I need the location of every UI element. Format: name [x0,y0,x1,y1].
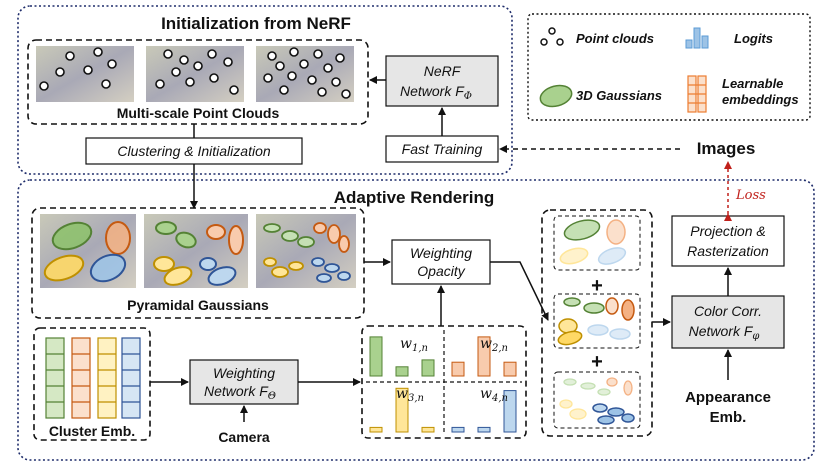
weight-label-1: w1,n [400,336,428,354]
pyramidal-gaussians-image-3 [256,214,356,288]
logit-bar-w1-1 [369,336,383,377]
point-clouds-label: Multi-scale Point Clouds [117,105,280,121]
point-cloud-image-2 [146,46,244,102]
camera-label: Camera [218,429,270,445]
render-panel-3 [553,371,641,429]
point-cloud-image-1 [36,46,134,102]
logit-bar-w4-2 [477,426,491,433]
logit-bar-w3-3 [421,426,435,433]
cluster-emb-box [33,327,151,441]
weighting-network-line2: Network FΘ [204,383,276,402]
projection-box [671,215,785,267]
logit-bar-w1-2 [395,366,409,377]
appearance-line2: Emb. [710,409,747,426]
cluster-emb-label: Cluster Emb. [49,423,135,439]
legend-logits-label: Logits [734,31,773,46]
logit-bar-w3-1 [369,426,383,433]
legend-border [527,13,811,121]
legend-gaussian-icon [539,84,573,108]
legend-embeddings-icon [687,75,707,113]
rendered-stack-box [541,209,653,437]
legend-point-clouds-label: Point clouds [576,31,654,46]
logit-bar-w1-3 [421,359,435,377]
loss-label: Loss [735,188,766,203]
images-label: Images [697,139,756,158]
color-corr-line1: Color Corr. [694,303,762,319]
pyramidal-gaussians-label: Pyramidal Gaussians [127,297,269,313]
weight-label-4: w4,n [480,386,508,404]
weighting-network-box [189,359,299,405]
nerf-network-box [385,55,499,107]
weighting-opacity-line2: Opacity [417,263,465,279]
legend-embeddings-line2: embeddings [722,92,799,107]
logits-bars [369,336,517,433]
weight-label-3: w3,n [396,386,424,404]
legend-gaussians-label: 3D Gaussians [576,88,662,103]
weighting-network-line1: Weighting [213,365,275,381]
logit-bar-w2-2 [477,336,491,377]
render-panel-2-gaussians [557,297,635,346]
arrow-opacity-to-render [490,261,549,321]
legend-embeddings-line1: Learnable [722,76,783,91]
render-panel-2 [553,293,641,349]
logit-bar-w4-3 [503,390,517,433]
render-panel-3-gaussians [559,377,635,425]
pyramidal-gaussians-image-1 [40,214,136,288]
color-corr-line2: Network Fφ [689,323,760,342]
render-panel-1 [553,215,641,271]
weighting-opacity-line1: Weighting [410,245,472,261]
nerf-network-line1: NeRF [424,63,462,79]
fast-training-label: Fast Training [402,141,483,157]
init-title: Initialization from NeRF [161,14,351,33]
legend-point-clouds-icon [540,27,564,46]
clustering-label: Clustering & Initialization [117,143,271,159]
logits-box [361,325,527,439]
pyramidal-gaussians-box [31,207,365,319]
plus-sign-1: + [591,275,603,297]
nerf-network-line2: Network FΦ [400,83,472,102]
pyramidal-gaussians-image-2 [144,214,248,288]
legend-logits-icon [685,27,709,49]
logit-bar-w2-3 [503,361,517,377]
weighting-opacity-box [391,239,491,285]
point-clouds-box [27,39,369,125]
init-section-border [17,5,513,175]
logit-bar-w4-1 [451,426,465,433]
point-cloud-image-3 [256,46,354,102]
render-panel-1-gaussians [559,219,627,265]
adaptive-title: Adaptive Rendering [334,188,495,207]
weight-label-2: w2,n [480,336,508,354]
plus-sign-2: + [591,351,603,373]
fast-training-box [385,135,499,163]
cluster-emb-columns [45,337,141,419]
projection-line2: Rasterization [687,243,769,259]
adaptive-section-border [17,179,815,461]
logit-bar-w3-2 [395,387,409,433]
logit-bar-w2-1 [451,361,465,377]
appearance-line1: Appearance [685,389,771,406]
projection-line1: Projection & [690,223,765,239]
